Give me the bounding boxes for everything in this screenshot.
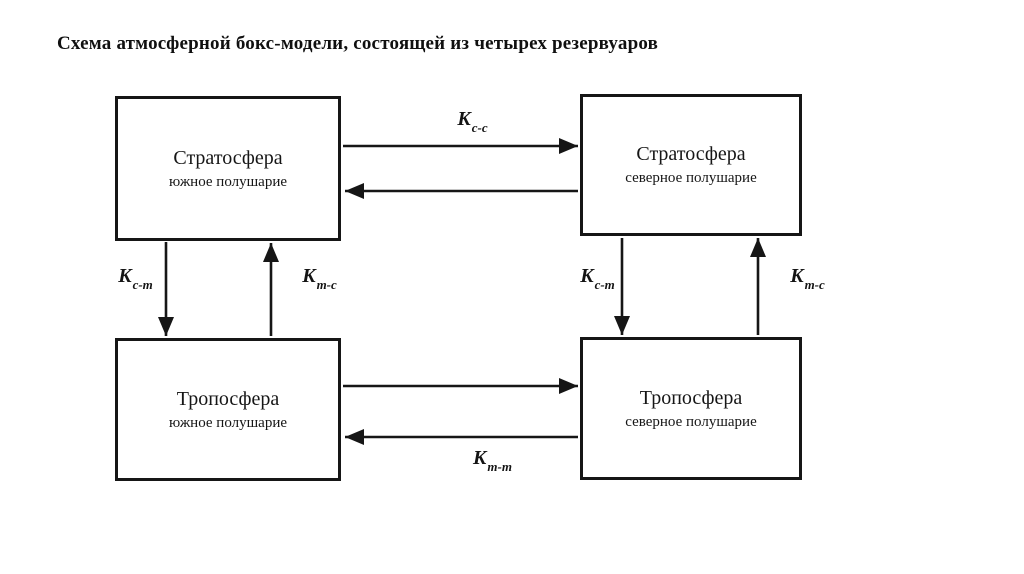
rate-label-base: K bbox=[118, 265, 132, 287]
rate-label-k-tc-right: Kт-с bbox=[782, 265, 832, 292]
rate-label-k-cc: Kс-с bbox=[430, 108, 514, 135]
box-subtitle: северное полушарие bbox=[625, 170, 757, 187]
box-troposphere-south: Тропосфера южное полушарие bbox=[115, 338, 341, 481]
rate-label-k-tt: Kт-т bbox=[450, 447, 534, 474]
rate-label-sub: с-с bbox=[471, 120, 488, 135]
box-subtitle: северное полушарие bbox=[625, 413, 757, 430]
rate-label-k-ct-right: Kс-т bbox=[574, 265, 620, 292]
box-stratosphere-north: Стратосфера северное полушарие bbox=[580, 94, 802, 236]
rate-label-sub: с-т bbox=[132, 277, 153, 292]
rate-label-k-tc-left: Kт-с bbox=[294, 265, 344, 292]
rate-label-base: K bbox=[457, 108, 471, 130]
box-troposphere-north: Тропосфера северное полушарие bbox=[580, 337, 802, 480]
rate-label-base: K bbox=[580, 265, 594, 287]
box-title: Тропосфера bbox=[639, 386, 743, 409]
rate-label-sub: т-с bbox=[316, 277, 337, 292]
rate-label-k-ct-left: Kс-т bbox=[112, 265, 158, 292]
box-title: Стратосфера bbox=[636, 143, 746, 166]
rate-label-sub: с-т bbox=[594, 277, 615, 292]
box-subtitle: южное полушарие bbox=[168, 173, 288, 190]
box-stratosphere-south: Стратосфера южное полушарие bbox=[115, 96, 341, 241]
rate-label-base: K bbox=[302, 265, 316, 287]
rate-label-sub: т-т bbox=[487, 459, 512, 474]
box-title: Тропосфера bbox=[176, 387, 280, 410]
box-subtitle: южное полушарие bbox=[168, 414, 288, 431]
diagram-title: Схема атмосферной бокс-модели, состоящей… bbox=[57, 33, 659, 54]
box-title: Стратосфера bbox=[173, 146, 283, 169]
rate-label-base: K bbox=[473, 447, 487, 469]
rate-label-base: K bbox=[790, 265, 804, 287]
rate-label-sub: т-с bbox=[804, 277, 825, 292]
